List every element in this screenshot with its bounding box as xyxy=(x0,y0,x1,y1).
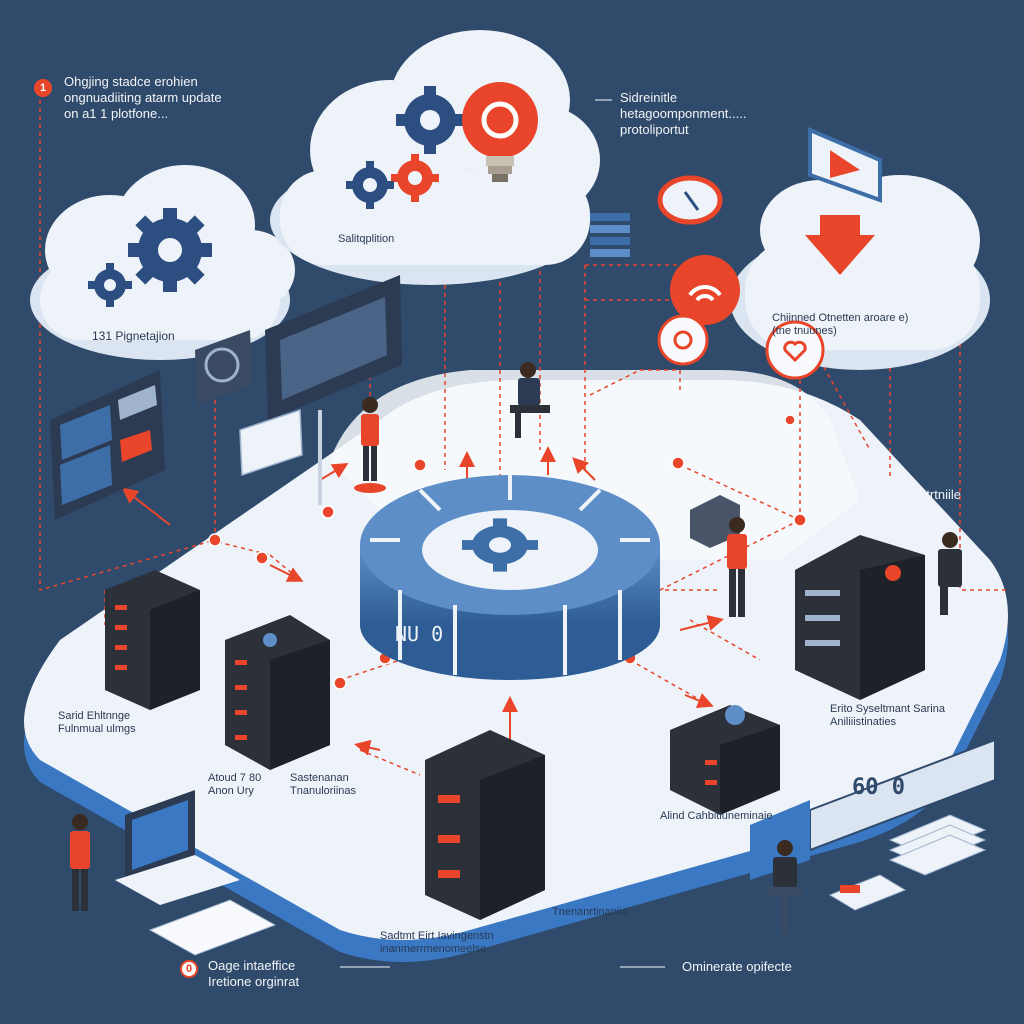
wifi-icon xyxy=(670,255,740,325)
server-label-line: Fulnmual ulmgs xyxy=(58,723,136,735)
lightbulb-icon xyxy=(462,82,538,182)
counter-label: 60 0 xyxy=(852,775,905,800)
server-label-line: Sarid Ehltnnge xyxy=(58,710,131,722)
gear-icon xyxy=(128,208,212,292)
server-label-line: Erito Syseltmant Sarina xyxy=(830,703,945,715)
download-arrow-icon xyxy=(805,215,875,275)
callout-bottom-right: Ominerate opifecte xyxy=(682,959,862,975)
screen-panel xyxy=(265,275,402,420)
callout-top-center: Sidreinitle hetagoomponment..... protoli… xyxy=(620,90,820,138)
server-label-line: Alind Cahbitluneminaie xyxy=(660,810,773,822)
play-icon xyxy=(808,126,882,203)
callout-number-0: 0 xyxy=(180,960,198,978)
cloud-center xyxy=(270,30,600,285)
server-label-line: Sastenanan xyxy=(290,772,349,784)
server-label-far-left: Sarid Ehltnnge Fulnmual ulmgs xyxy=(58,710,168,736)
callout-line: ongnuadiiting atarm update xyxy=(64,90,222,105)
callout-line: Oage intaeffice xyxy=(208,958,296,973)
callout-line: Ohgjing stadce erohien xyxy=(64,74,198,89)
cloud-right-subtitle: (tne tnuunes) xyxy=(772,325,837,337)
callout-line: Olage trtniile xyxy=(888,487,961,502)
server-label-line: Atoud 7 80 xyxy=(208,772,262,784)
database-icon xyxy=(590,213,630,257)
server-label-right-bottom: Alind Cahbitluneminaie xyxy=(660,810,810,823)
server-label-line: inanmerrmenomeelse xyxy=(380,943,487,955)
person-sitting xyxy=(510,362,550,438)
callout-top-left: Ohgjing stadce erohien ongnuadiiting ata… xyxy=(64,74,294,122)
person-at-laptop xyxy=(70,814,90,911)
badge-icon xyxy=(657,314,709,366)
callout-bottom-left: Oage intaeffice Iretione orginrat xyxy=(208,958,348,990)
cloud-left-label: 131 Pignetajion xyxy=(92,329,175,343)
cloud-center-label: Salitqplition xyxy=(338,233,395,245)
dashboard-panel xyxy=(50,370,165,520)
server-label-center-bottom: Sadtmt Eirt Iavingenstn inanmerrmenomeel… xyxy=(380,930,540,956)
gear-icon xyxy=(391,154,439,202)
server-rack xyxy=(425,730,545,920)
monitor-panel xyxy=(195,330,252,405)
gear-icon xyxy=(346,161,394,209)
gear-icon xyxy=(462,518,538,572)
heart-icon xyxy=(765,320,825,380)
server-label-line: Sadtmt Eirt Iavingenstn xyxy=(380,930,494,942)
callout-number-1: 1 xyxy=(34,79,52,97)
gear-icon xyxy=(396,86,464,154)
server-rack xyxy=(105,570,200,710)
server-label-center-bottom-b: Tnenanrtinaniia xyxy=(552,906,662,919)
person-at-server xyxy=(938,532,962,615)
hub-label: NU 0 xyxy=(395,622,444,646)
server-rack xyxy=(225,615,330,770)
person-standing xyxy=(354,397,386,493)
callout-line: protoliportut xyxy=(620,122,689,137)
gear-icon xyxy=(88,263,132,307)
connector-nodes xyxy=(208,414,807,690)
person-carrying-box xyxy=(727,517,747,617)
laptop xyxy=(115,790,277,956)
cloud-right-title: Chiinned Otnetten aroare e) xyxy=(772,312,909,324)
callout-line: Sidreinitle xyxy=(620,90,678,105)
small-server xyxy=(690,495,740,548)
server-label-line: Tnenanrtinaniia xyxy=(552,906,628,918)
callout-line: Ominerate opifecte xyxy=(682,959,792,974)
server-label-line: Anon Ury xyxy=(208,785,254,797)
callout-line: on a1 1 plotfone... xyxy=(64,106,169,121)
callout-line: hetagoomponment..... xyxy=(620,106,747,121)
server-label-mid-left-b: Sastenanan Tnanuloriinas xyxy=(290,772,400,798)
whiteboard xyxy=(239,408,322,505)
callout-line: Iretione orginrat xyxy=(208,974,300,989)
person-at-desk xyxy=(768,840,802,935)
server-label-line: Tnanuloriinas xyxy=(290,785,357,797)
callout-line: abarerce xyxy=(888,503,940,518)
gauge-icon xyxy=(657,175,723,225)
cloud-right-label: Chiinned Otnetten aroare e) (tne tnuunes… xyxy=(772,312,962,338)
server-label-line: Aniliiistinaties xyxy=(830,716,897,728)
server-rack xyxy=(795,535,925,700)
server-label-far-right: Erito Syseltmant Sarina Aniliiistinaties xyxy=(830,703,1000,729)
cloud-left xyxy=(30,165,295,360)
server-rack xyxy=(670,705,780,815)
document-stack xyxy=(828,814,987,911)
central-hub xyxy=(360,475,660,680)
server-label-mid-left: Atoud 7 80 Anon Ury xyxy=(208,772,288,798)
callout-right-mid: Olage trtniile abarerce xyxy=(888,487,1018,519)
